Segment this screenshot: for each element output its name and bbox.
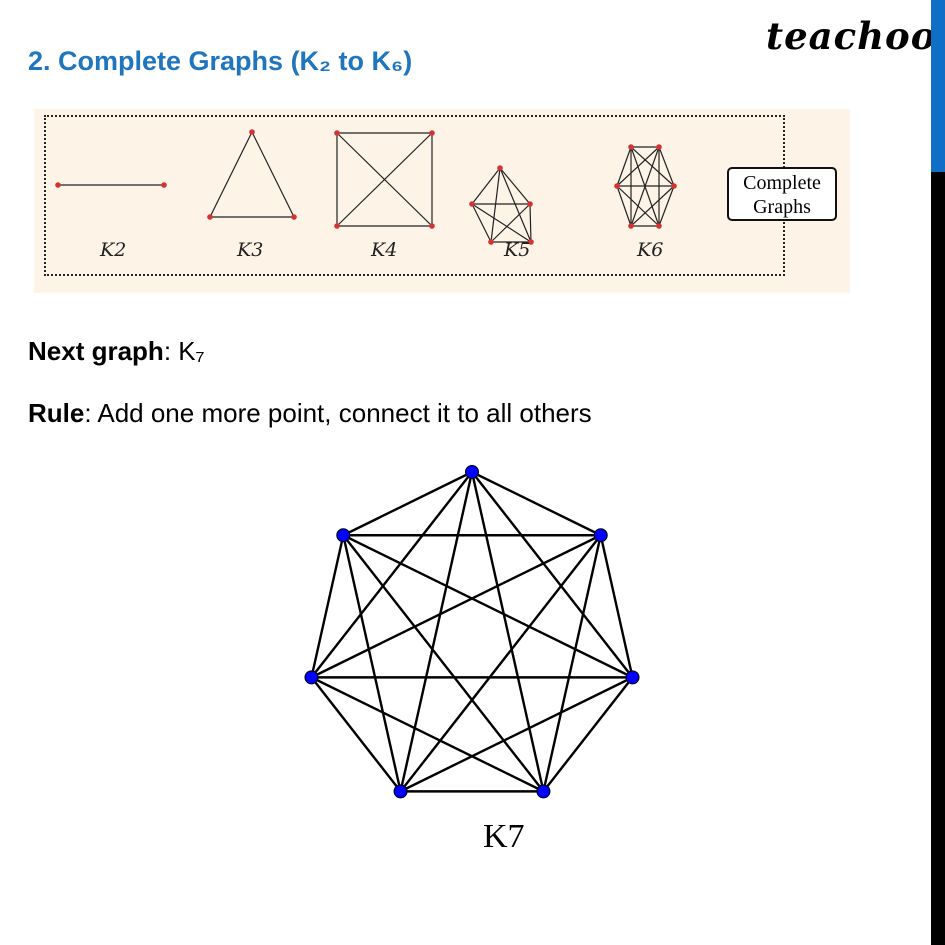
- k7-vertex: [465, 465, 479, 479]
- k7-edge: [310, 676, 402, 793]
- k7-edge: [400, 676, 634, 793]
- k7-vertex: [336, 528, 351, 543]
- k5-edge: [499, 167, 531, 205]
- k6-edge: [616, 146, 660, 187]
- k7-vertex: [625, 670, 640, 685]
- k5-vertex: [527, 201, 533, 207]
- k5-edge: [529, 203, 532, 243]
- k7-vertex: [304, 670, 319, 685]
- k6-edge: [658, 146, 675, 187]
- k5-vertex: [469, 201, 475, 207]
- k6-edge: [658, 185, 675, 227]
- k2-vertex: [161, 182, 167, 188]
- graph-label-k5: K5: [504, 239, 531, 261]
- k7-edge: [542, 676, 634, 793]
- k7-edge: [470, 471, 545, 792]
- side-bar-accent: [931, 0, 945, 172]
- k3-vertex: [249, 129, 255, 135]
- k7-edge: [599, 534, 634, 678]
- rule-label: Rule: [28, 398, 85, 428]
- k7-edge: [342, 534, 402, 792]
- k6-edge: [630, 185, 675, 227]
- k5-edge: [471, 167, 501, 205]
- k6-vertex: [614, 183, 620, 189]
- k3-edge: [251, 131, 295, 218]
- k5-vertex: [528, 239, 534, 245]
- k7-edge: [471, 470, 602, 537]
- k7-vertex: [593, 528, 608, 543]
- k7-edge: [471, 471, 634, 679]
- k6-edge: [616, 185, 632, 227]
- k4-vertex: [429, 130, 435, 136]
- k4-edge: [336, 132, 433, 227]
- page-title: 2. Complete Graphs (K₂ to K₆): [28, 46, 413, 76]
- k5-edge: [490, 203, 531, 243]
- k7-edge: [310, 534, 602, 679]
- k6-edge: [616, 146, 632, 187]
- k6-vertex: [656, 144, 662, 150]
- k7-edge: [542, 534, 602, 792]
- k7-edge: [342, 534, 545, 793]
- next-graph-value: : K₇: [163, 336, 205, 366]
- k5-edge: [499, 167, 532, 243]
- k7-edge: [399, 471, 474, 792]
- k6-vertex: [628, 223, 634, 229]
- k6-vertex: [671, 183, 677, 189]
- k6-vertex: [628, 144, 634, 150]
- next-graph-label: Next graph: [28, 336, 164, 366]
- k3-edge: [209, 131, 253, 218]
- graph-label-k6: K6: [637, 239, 664, 261]
- k7-vertex: [393, 784, 408, 799]
- k7-edge: [310, 471, 473, 679]
- k5-vertex: [488, 239, 494, 245]
- k7-edge: [310, 534, 345, 678]
- k4-vertex: [429, 223, 435, 229]
- k5-edge: [471, 203, 532, 243]
- k6-edge: [616, 185, 660, 227]
- graph-label-k3: K3: [237, 239, 264, 261]
- k7-vertex: [536, 784, 551, 799]
- box-label-line1: Complete: [743, 172, 821, 194]
- k2-vertex: [55, 182, 61, 188]
- next-graph-line: Next graph: K₇: [28, 336, 205, 367]
- k7-label: K7: [483, 818, 525, 855]
- k4-vertex: [334, 130, 340, 136]
- k7-edge: [342, 534, 634, 679]
- k6-vertex: [656, 223, 662, 229]
- small-graphs: [55, 129, 677, 245]
- k7-edge: [310, 676, 544, 793]
- box-label-line2: Graphs: [753, 196, 811, 218]
- k5-edge: [490, 167, 501, 243]
- k3-vertex: [291, 214, 297, 220]
- side-bar: [931, 172, 945, 945]
- k3-vertex: [207, 214, 213, 220]
- k5-edge: [471, 203, 492, 243]
- k5-vertex: [497, 165, 503, 171]
- graph-label-k4: K4: [371, 239, 398, 261]
- graph-label-k2: K2: [100, 239, 127, 261]
- k7-edge: [342, 470, 473, 537]
- rule-line: Rule: Add one more point, connect it to …: [28, 398, 592, 429]
- rule-text: : Add one more point, connect it to all …: [84, 398, 592, 428]
- teachoo-logo: teachoo: [766, 14, 937, 58]
- k4-vertex: [334, 223, 340, 229]
- k7-edge: [399, 534, 602, 793]
